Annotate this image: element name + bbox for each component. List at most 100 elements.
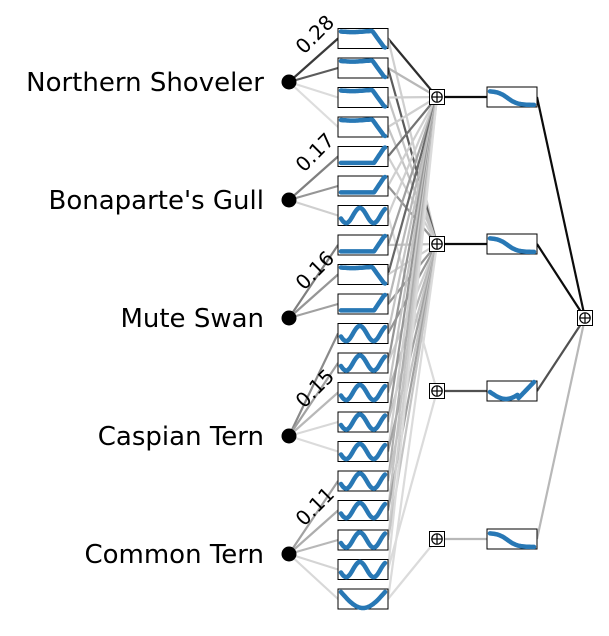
activation-box-layer1 xyxy=(337,588,389,611)
edge-activation-to-sum xyxy=(387,95,438,99)
edge-input-to-activation xyxy=(288,80,339,99)
activation-curve xyxy=(487,379,537,402)
edge-activation-to-sum xyxy=(387,538,438,600)
edge-input-to-activation xyxy=(288,538,339,556)
input-node xyxy=(281,428,297,444)
input-node xyxy=(281,546,297,562)
activation-box-layer1 xyxy=(337,57,389,80)
edge-input-to-activation xyxy=(288,37,339,83)
edge-activation-to-output xyxy=(535,96,587,319)
input-node xyxy=(281,310,297,326)
nodes-layer xyxy=(281,74,593,562)
weight-label: 0.28 xyxy=(291,10,339,58)
edge-input-to-activation xyxy=(288,420,339,438)
input-node xyxy=(281,192,297,208)
edge-activation-to-sum xyxy=(387,37,438,98)
edge-input-to-activation xyxy=(288,66,339,84)
input-label: Mute Swan xyxy=(120,304,264,334)
output-sum-node xyxy=(577,310,593,326)
sum-node xyxy=(429,531,445,547)
edge-activation-to-sum xyxy=(386,96,439,570)
activation-curve xyxy=(487,531,537,550)
edge-activation-to-sum xyxy=(387,67,438,98)
activation-curve xyxy=(338,233,388,254)
activation-box-layer1 xyxy=(337,323,389,344)
edge-activation-to-sum xyxy=(386,96,439,216)
edge-input-to-activation xyxy=(288,273,339,319)
activation-box-layer1 xyxy=(337,233,389,256)
edge-activation-to-output xyxy=(536,243,586,319)
edge-activation-to-sum xyxy=(386,96,439,275)
activation-curve xyxy=(338,145,388,166)
activation-box-layer2 xyxy=(486,86,538,108)
input-node xyxy=(281,74,297,90)
activation-curve xyxy=(487,236,537,255)
sum-node xyxy=(429,236,445,252)
edge-activation-to-sum xyxy=(387,96,438,128)
edge-input-to-activation xyxy=(288,302,339,320)
activation-curve xyxy=(338,471,388,491)
activation-curve xyxy=(338,117,388,139)
edge-input-to-activation xyxy=(288,362,339,437)
activation-box-layer1 xyxy=(337,205,389,226)
activation-curve xyxy=(338,87,388,109)
activation-box-layer2 xyxy=(486,528,538,550)
activation-box-layer1 xyxy=(337,28,389,50)
activation-box-layer1 xyxy=(337,264,389,286)
activation-box-layer1 xyxy=(337,500,389,521)
activation-curve xyxy=(338,382,388,403)
activation-box-layer1 xyxy=(337,470,389,492)
edge-input-to-activation xyxy=(288,552,339,571)
weight-label: 0.17 xyxy=(291,128,339,176)
activation-box-layer1 xyxy=(337,174,389,197)
activation-curve xyxy=(338,530,388,550)
activation-box-layer1 xyxy=(337,352,389,374)
edge-input-to-activation xyxy=(288,333,339,437)
edge-activation-to-sum xyxy=(387,96,438,187)
activation-curve xyxy=(338,292,388,313)
activation-curve xyxy=(338,559,388,580)
input-label: Northern Shoveler xyxy=(26,68,264,98)
activation-box-layer1 xyxy=(337,529,389,551)
edge-input-to-activation xyxy=(288,155,339,201)
edge-activation-to-sum xyxy=(386,96,439,246)
activation-box-layer1 xyxy=(337,145,389,167)
edge-activation-to-sum xyxy=(386,243,439,600)
activation-curve xyxy=(338,28,388,50)
edge-input-to-activation xyxy=(288,81,339,128)
activation-box-layer1 xyxy=(337,411,389,433)
activation-box-layer1 xyxy=(337,292,389,315)
edge-activation-to-output xyxy=(535,317,587,540)
edge-activation-to-sum xyxy=(387,96,438,158)
activation-box-layer1 xyxy=(337,116,389,139)
activation-curve xyxy=(338,323,388,344)
activation-curve xyxy=(338,205,388,226)
activation-curve xyxy=(338,500,388,521)
activation-curve xyxy=(338,353,388,373)
activation-curve xyxy=(487,89,537,108)
input-label: Common Tern xyxy=(84,540,264,570)
activation-box-layer2 xyxy=(486,233,538,255)
activation-box-layer1 xyxy=(337,559,389,580)
input-label: Bonaparte's Gull xyxy=(48,186,264,216)
activation-curve xyxy=(338,58,388,80)
edge-input-to-activation xyxy=(288,509,339,555)
activation-curve xyxy=(338,264,388,286)
input-label: Caspian Tern xyxy=(98,422,264,452)
activation-curve xyxy=(338,174,388,195)
activation-curve xyxy=(338,412,388,432)
sum-node xyxy=(429,89,445,105)
edge-input-to-activation xyxy=(288,184,339,202)
edge-input-to-activation xyxy=(288,434,339,453)
activation-curve xyxy=(338,589,388,611)
edge-input-to-activation xyxy=(288,480,339,555)
activation-box-layer1 xyxy=(337,382,389,403)
activation-box-layer1 xyxy=(337,441,389,462)
edge-input-to-activation xyxy=(288,244,339,319)
edge-input-to-activation xyxy=(288,553,339,600)
edges-layer xyxy=(288,37,587,600)
activation-box-layer2 xyxy=(486,379,538,402)
activation-boxes-layer xyxy=(337,28,538,611)
